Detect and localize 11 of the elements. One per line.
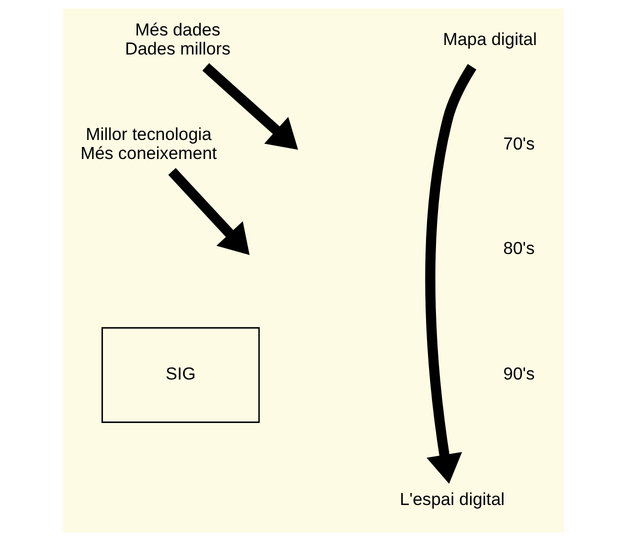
label: 70's: [503, 133, 535, 154]
arrow: [425, 64, 476, 484]
arrow: [168, 168, 250, 255]
node-text: Millor tecnologia Més coneixement: [80, 124, 217, 163]
node-text: Mapa digital: [443, 28, 537, 49]
label: 80's: [503, 238, 535, 258]
node-text: L'espai digital: [400, 489, 505, 510]
node-text: Més dades Dades millors: [125, 19, 230, 58]
node-box: SIG: [101, 327, 260, 423]
arrow: [202, 63, 298, 150]
label: 90's: [503, 364, 535, 384]
